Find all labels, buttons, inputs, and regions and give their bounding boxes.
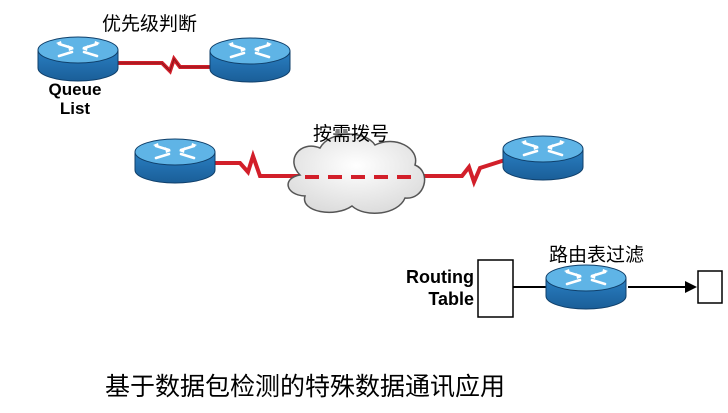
cloud-icon: [287, 133, 426, 214]
dial-on-demand-label: 按需拨号: [313, 123, 390, 145]
box-icon: [697, 270, 723, 304]
priority-label: 优先级判断: [102, 13, 198, 35]
router-icon: [501, 134, 585, 182]
serial-link-icon: [214, 149, 506, 188]
queue-list-label: Queue List: [40, 80, 110, 118]
serial-link-icon: [114, 54, 212, 75]
router-icon: [544, 263, 628, 311]
router-icon: [208, 36, 292, 84]
queue-label-line1: Queue: [48, 80, 102, 99]
caption: 基于数据包检测的特殊数据通讯应用: [105, 372, 506, 401]
routing-label-line2: Table: [428, 289, 474, 309]
routing-label-line1: Routing: [406, 267, 474, 287]
queue-label-line2: List: [59, 99, 91, 118]
box-icon: [477, 259, 514, 318]
router-icon: [133, 137, 217, 185]
routing-table-label: Routing Table: [384, 266, 474, 310]
route-filter-label: 路由表过滤: [549, 244, 645, 266]
router-icon: [36, 35, 120, 83]
